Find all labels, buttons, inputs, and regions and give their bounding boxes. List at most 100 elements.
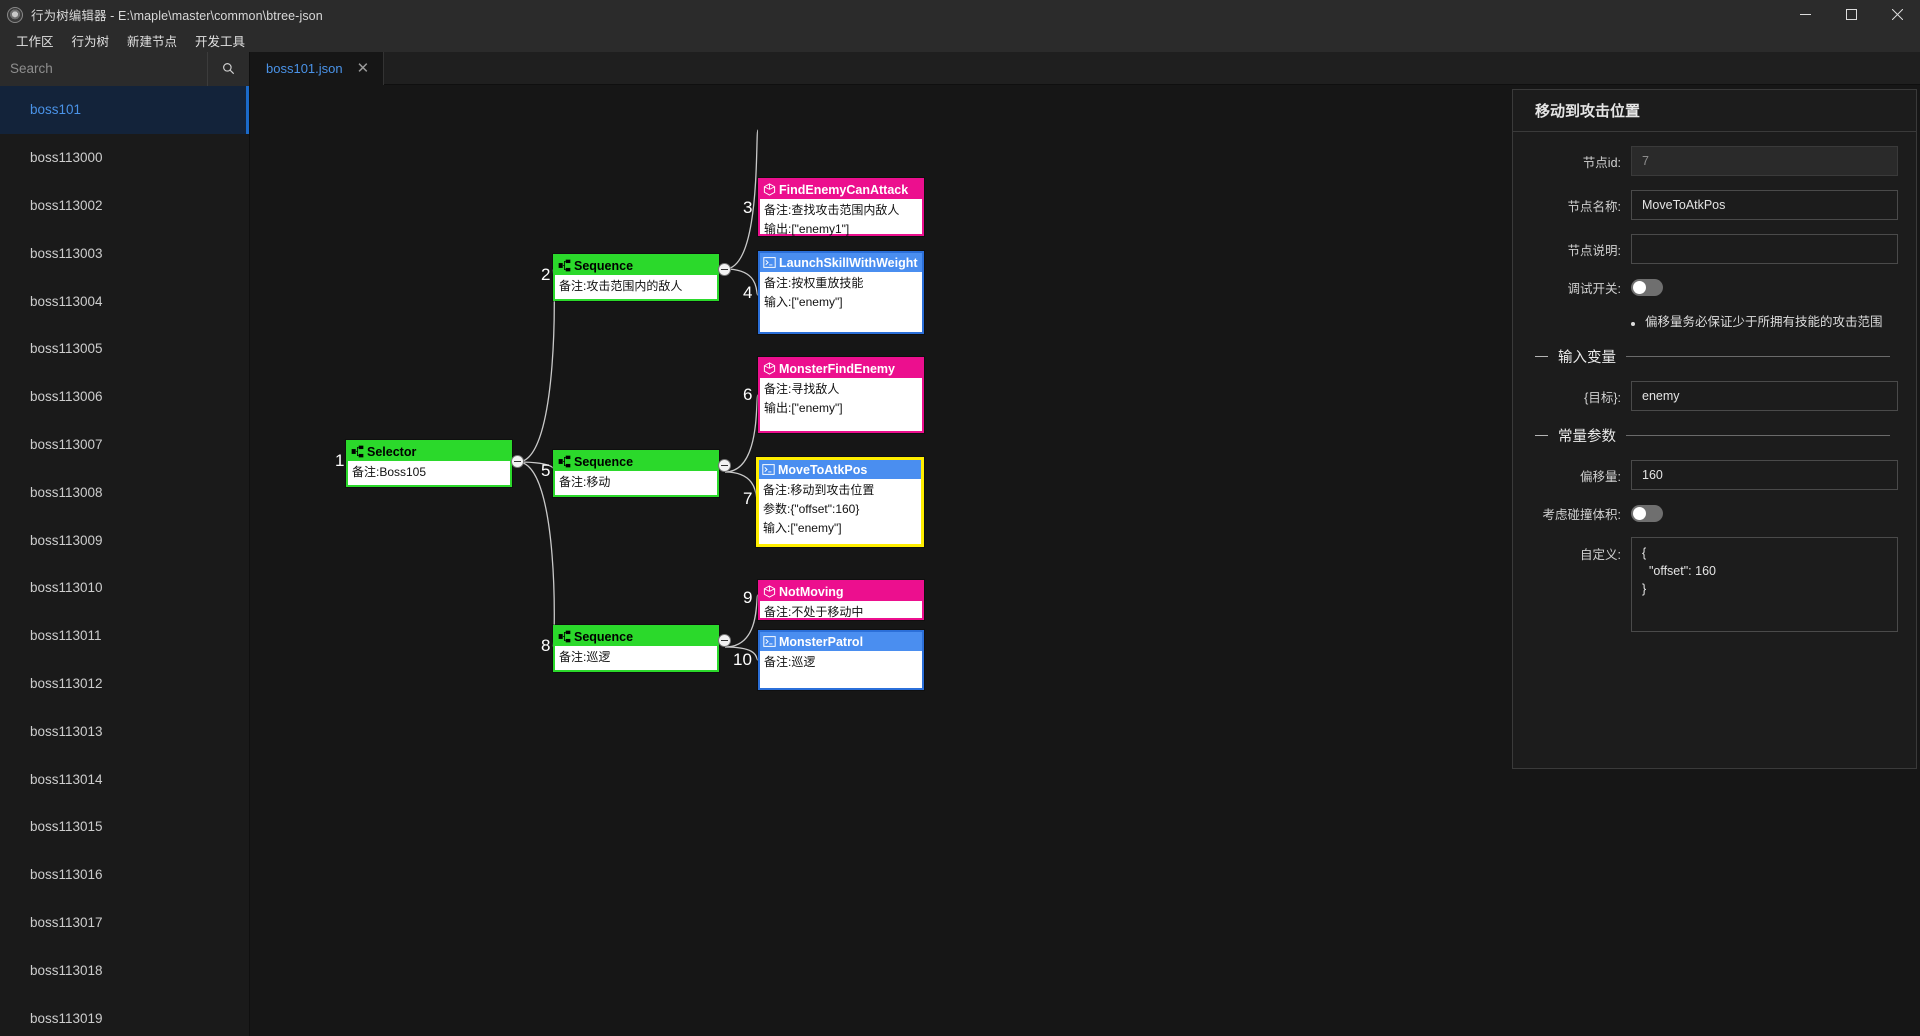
tab-close-icon[interactable]: ✕: [356, 60, 370, 77]
file-list[interactable]: boss101 boss113000 boss113002 boss113003 bos…: [0, 86, 249, 1036]
sidebar-item-label: boss113009: [30, 532, 103, 548]
sidebar-item-boss113005[interactable]: boss113005: [0, 325, 249, 373]
close-button[interactable]: [1874, 0, 1920, 29]
sidebar-item-boss113013[interactable]: boss113013: [0, 707, 249, 755]
section-title: 输入变量: [1558, 350, 1616, 366]
collapse-minus-icon[interactable]: [1535, 435, 1548, 436]
minimize-button[interactable]: [1782, 0, 1828, 29]
bullet-icon: [1631, 322, 1635, 326]
sidebar-item-boss113008[interactable]: boss113008: [0, 468, 249, 516]
search-input[interactable]: [0, 52, 207, 86]
sidebar-item-boss113019[interactable]: boss113019: [0, 994, 249, 1036]
node-title-row: Sequence: [555, 452, 717, 471]
sidebar-item-boss113016[interactable]: boss113016: [0, 851, 249, 899]
node-line: 备注:按权重放技能: [764, 276, 864, 290]
node-body: 备注:移动: [555, 471, 717, 495]
sidebar-item-boss113006[interactable]: boss113006: [0, 373, 249, 421]
sidebar-item-label: boss113002: [30, 197, 103, 213]
sidebar-item-label: boss113006: [30, 389, 103, 405]
panel-body: 节点id: 节点名称: 节点说明: 调试开关:: [1513, 132, 1916, 632]
menu-bar: 工作区 行为树 新建节点 开发工具: [0, 29, 1920, 52]
field-collision: 考虑碰撞体积:: [1513, 504, 1898, 523]
section-rule: [1626, 356, 1890, 357]
sidebar-item-boss113014[interactable]: boss113014: [0, 755, 249, 803]
tab-boss101-json[interactable]: boss101.json ✕: [250, 52, 385, 85]
graph-node-launch-skill-with-weight[interactable]: LaunchSkillWithWeight 备注:按权重放技能 输入:["ene…: [758, 251, 924, 334]
node-line: 备注:寻找敌人: [764, 382, 840, 396]
graph-node-find-enemy-can-attack[interactable]: FindEnemyCanAttack 备注:查找攻击范围内敌人 输出:["ene…: [758, 178, 924, 236]
sidebar-item-boss113004[interactable]: boss113004: [0, 277, 249, 325]
menu-item-behavior-tree[interactable]: 行为树: [71, 35, 110, 49]
node-title: Selector: [367, 444, 417, 459]
tree-icon: [351, 445, 364, 458]
node-port-5[interactable]: [718, 459, 731, 472]
debug-switch-toggle[interactable]: [1631, 279, 1663, 296]
sidebar-item-boss113012[interactable]: boss113012: [0, 660, 249, 708]
terminal-icon: [762, 464, 775, 475]
node-line: 输出:["enemy"]: [764, 401, 843, 415]
cube-icon: [763, 362, 776, 375]
collision-label: 考虑碰撞体积:: [1542, 508, 1621, 522]
collapse-minus-icon[interactable]: [1535, 356, 1548, 357]
menu-item-new-node[interactable]: 新建节点: [127, 35, 178, 49]
graph-node-selector[interactable]: Selector 备注:Boss105: [346, 440, 512, 487]
search-button[interactable]: [207, 52, 249, 86]
sidebar-item-boss113010[interactable]: boss113010: [0, 564, 249, 612]
node-title-row: Selector: [348, 442, 510, 461]
sidebar-item-boss113017[interactable]: boss113017: [0, 899, 249, 947]
node-name-input[interactable]: [1631, 190, 1898, 220]
sidebar-item-boss113007[interactable]: boss113007: [0, 421, 249, 469]
sidebar-item-boss113018[interactable]: boss113018: [0, 946, 249, 994]
graph-node-monster-patrol[interactable]: MonsterPatrol 备注:巡逻: [758, 630, 924, 690]
node-port-8[interactable]: [718, 634, 731, 647]
properties-card: 移动到攻击位置 节点id: 节点名称: 节点说明: 调试开关:: [1512, 89, 1917, 769]
section-input-variables: 输入变量: [1535, 346, 1890, 367]
node-title: Sequence: [574, 258, 634, 273]
node-port-2[interactable]: [718, 263, 731, 276]
graph-node-monster-find-enemy[interactable]: MonsterFindEnemy 备注:寻找敌人 输出:["enemy"]: [758, 357, 924, 433]
properties-panel: 移动到攻击位置 节点id: 节点名称: 节点说明: 调试开关:: [1509, 85, 1920, 1036]
custom-textarea[interactable]: [1631, 537, 1898, 632]
sidebar-item-label: boss101: [30, 102, 82, 118]
node-port-1[interactable]: [511, 455, 524, 468]
node-number-4: 4: [743, 283, 753, 302]
sidebar-item-label: boss113004: [30, 293, 103, 309]
node-title: Sequence: [574, 454, 634, 469]
graph-node-move-to-atk-pos[interactable]: MoveToAtkPos 备注:移动到攻击位置 参数:{"offset":160…: [756, 457, 924, 547]
menu-item-dev-tools[interactable]: 开发工具: [195, 35, 246, 49]
sidebar-item-boss113011[interactable]: boss113011: [0, 612, 249, 660]
node-body: 备注:攻击范围内的敌人: [555, 275, 717, 299]
node-title-row: MonsterFindEnemy: [760, 359, 922, 378]
sidebar-item-label: boss113012: [30, 675, 103, 691]
node-title: MonsterFindEnemy: [779, 361, 895, 376]
panel-note: 偏移量务必保证少于所拥有技能的攻击范围: [1631, 311, 1898, 330]
node-title: NotMoving: [779, 584, 844, 599]
graph-node-sequence-attack[interactable]: Sequence 备注:攻击范围内的敌人: [553, 254, 719, 301]
section-rule: [1626, 435, 1890, 436]
sidebar-item-boss113003[interactable]: boss113003: [0, 229, 249, 277]
graph-node-not-moving[interactable]: NotMoving 备注:不处于移动中: [758, 580, 924, 620]
node-desc-input[interactable]: [1631, 234, 1898, 264]
offset-input[interactable]: [1631, 460, 1898, 490]
sidebar-item-boss113009[interactable]: boss113009: [0, 516, 249, 564]
graph-canvas[interactable]: Selector 备注:Boss105 1 Sequence 备注:攻击范围内的…: [250, 85, 1509, 1036]
graph-node-sequence-move[interactable]: Sequence 备注:移动: [553, 450, 719, 497]
collision-toggle[interactable]: [1631, 505, 1663, 522]
input-target-input[interactable]: [1631, 381, 1898, 411]
node-number-10: 10: [733, 650, 752, 669]
node-name-label: 节点名称:: [1567, 199, 1621, 214]
menu-item-workspace[interactable]: 工作区: [16, 35, 54, 49]
sidebar-item-label: boss113005: [30, 341, 103, 357]
sidebar-item-boss113000[interactable]: boss113000: [0, 134, 249, 182]
sidebar-item-label: boss113011: [30, 628, 102, 644]
sidebar-item-boss101[interactable]: boss101: [0, 86, 249, 134]
sidebar-item-boss113002[interactable]: boss113002: [0, 182, 249, 230]
maximize-button[interactable]: [1828, 0, 1874, 29]
node-id-input[interactable]: [1631, 146, 1898, 176]
sidebar-item-label: boss113013: [30, 723, 103, 739]
sidebar-item-boss113015[interactable]: boss113015: [0, 803, 249, 851]
field-debug-switch: 调试开关:: [1513, 278, 1898, 297]
search-row: [0, 52, 249, 86]
graph-node-sequence-patrol[interactable]: Sequence 备注:巡逻: [553, 625, 719, 672]
